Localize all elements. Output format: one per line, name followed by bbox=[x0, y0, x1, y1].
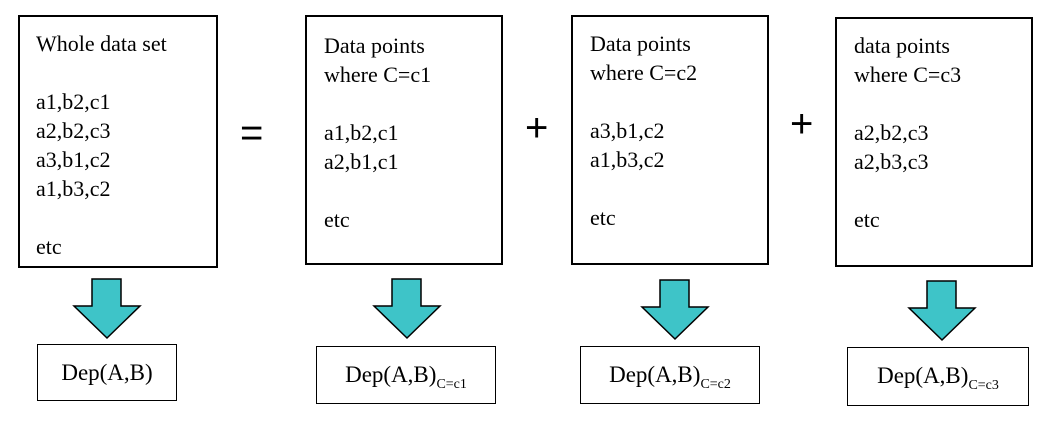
box-line: etc bbox=[590, 205, 616, 230]
dep-ab-result-box: Dep(A,B) bbox=[37, 344, 177, 401]
box-line bbox=[36, 203, 167, 232]
box-line: etc bbox=[854, 207, 880, 232]
box-line: etc bbox=[36, 234, 62, 259]
dep-ab-c2-result-box: Dep(A,B)C=c2 bbox=[580, 346, 760, 404]
down-arrow-icon bbox=[372, 278, 442, 340]
box-line: a1,b2,c1 bbox=[324, 120, 399, 145]
box-line bbox=[854, 89, 961, 118]
box-line bbox=[324, 176, 431, 205]
box-line: data points bbox=[854, 33, 950, 58]
box-line: a2,b1,c1 bbox=[324, 149, 399, 174]
dep-subscript: C=c2 bbox=[700, 377, 731, 392]
down-arrow-icon bbox=[72, 278, 142, 340]
down-arrow-icon bbox=[907, 280, 977, 342]
dep-ab-c1-result: Dep(A,B)C=c1 bbox=[317, 362, 495, 392]
box-line: a1,b2,c1 bbox=[36, 89, 111, 114]
box-line: Data points bbox=[590, 31, 691, 56]
dep-subscript: C=c3 bbox=[968, 378, 999, 393]
dep-label: Dep(A,B) bbox=[609, 362, 701, 387]
box-line: a2,b2,c3 bbox=[854, 120, 929, 145]
dep-ab-result: Dep(A,B) bbox=[38, 361, 176, 388]
box-line: a2,b3,c3 bbox=[854, 149, 929, 174]
box-line bbox=[854, 176, 961, 205]
box-line: a3,b1,c2 bbox=[36, 147, 111, 172]
subset-c2-box: Data points where C=c2 a3,b1,c2 a1,b3,c2… bbox=[571, 15, 769, 265]
dep-ab-c1-result-box: Dep(A,B)C=c1 bbox=[316, 346, 496, 404]
down-arrow-icon bbox=[640, 279, 710, 341]
subset-c1-box: Data points where C=c1 a1,b2,c1 a2,b1,c1… bbox=[305, 15, 503, 265]
box-line: Whole data set bbox=[36, 31, 167, 56]
plus-operator: + bbox=[790, 102, 814, 146]
dep-subscript: C=c1 bbox=[436, 377, 467, 392]
plus-operator: + bbox=[525, 106, 549, 150]
box-line: a2,b2,c3 bbox=[36, 118, 111, 143]
box-line: where C=c2 bbox=[590, 60, 698, 85]
dep-label: Dep(A,B) bbox=[61, 360, 153, 385]
dep-label: Dep(A,B) bbox=[877, 363, 969, 388]
box-line: where C=c1 bbox=[324, 62, 432, 87]
whole-data-set-box: Whole data set a1,b2,c1 a2,b2,c3 a3,b1,c… bbox=[18, 15, 218, 268]
box-line: a1,b3,c2 bbox=[590, 147, 665, 172]
box-line: a1,b3,c2 bbox=[36, 176, 111, 201]
subset-c3-box: data points where C=c3 a2,b2,c3 a2,b3,c3… bbox=[835, 17, 1033, 267]
box-line bbox=[590, 174, 697, 203]
dep-ab-c2-result: Dep(A,B)C=c2 bbox=[581, 362, 759, 392]
box-line: where C=c3 bbox=[854, 62, 962, 87]
box-line bbox=[590, 87, 697, 116]
dep-ab-c3-result-box: Dep(A,B)C=c3 bbox=[847, 347, 1029, 406]
dep-label: Dep(A,B) bbox=[345, 362, 437, 387]
box-line: etc bbox=[324, 207, 350, 232]
dep-ab-c3-result: Dep(A,B)C=c3 bbox=[848, 363, 1028, 393]
box-line: Data points bbox=[324, 33, 425, 58]
equals-operator: = bbox=[240, 111, 264, 155]
box-line bbox=[324, 89, 431, 118]
box-line: a3,b1,c2 bbox=[590, 118, 665, 143]
box-line bbox=[36, 58, 167, 87]
